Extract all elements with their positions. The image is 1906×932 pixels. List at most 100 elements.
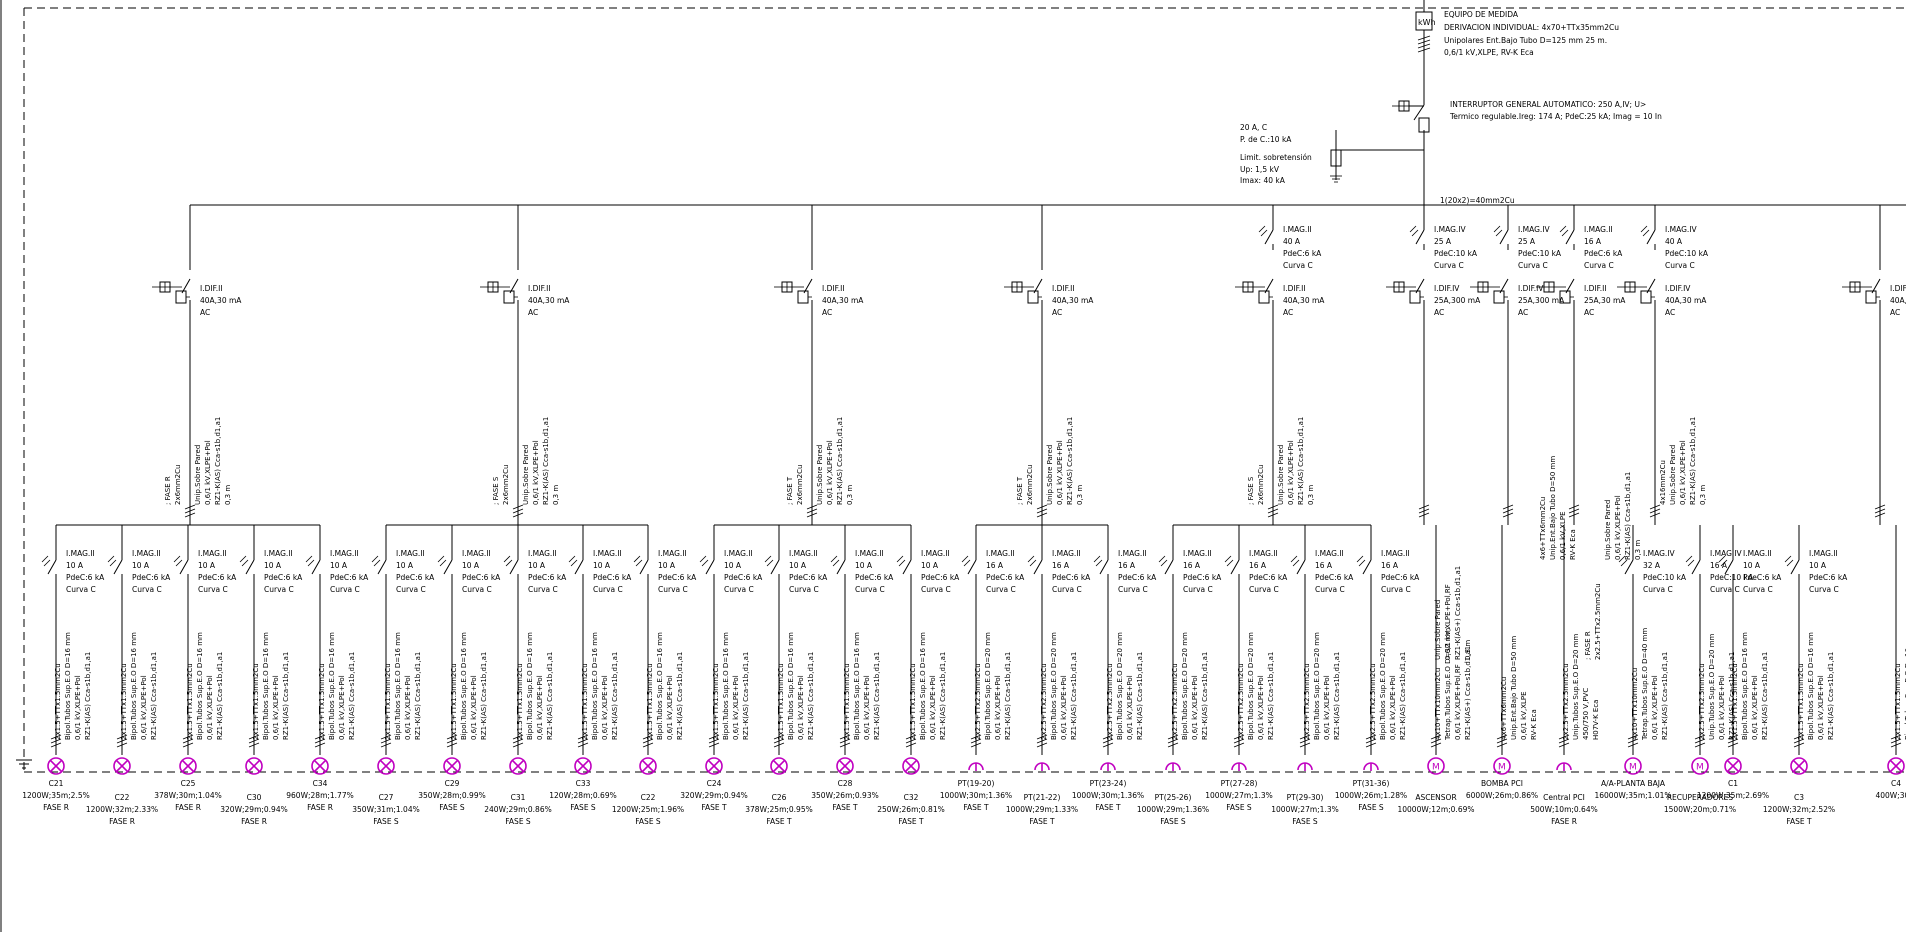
group-diff-label: I.DIF.IV (1434, 284, 1460, 293)
circuit-data: 1200W;32m;2.52% (1763, 805, 1835, 814)
group-diff-label: I.DIF.II (1890, 284, 1906, 293)
circuit-cable-label: 0,6/1 kV,XLPE+Pol (666, 675, 674, 740)
group-feed-cable: 0,6/1 kV,XLPE+Pol (1056, 440, 1064, 505)
circuit-name: Central PCI (1543, 793, 1585, 802)
circuit-cable-label: 2x1.5+TTx1.5mm2Cu (1731, 663, 1739, 740)
pci-feed-label: 0,6/1 kV,XLPE (1559, 511, 1567, 560)
motor-icon (1691, 757, 1709, 775)
circuit-cable-label: Bipol.Tubos Sup.E.O D=16 mm (130, 632, 138, 740)
lamp-icon (1790, 757, 1808, 775)
pci-feed-label: 4x6+TTx6mm2Cu (1539, 497, 1547, 560)
circuit-cable-label: RZ1-K(AS) Cca-s1b,d1,a1 (873, 652, 881, 740)
group-diff-label: I.DIF.II (1052, 284, 1075, 293)
circuit-cable-label: 2x1.5+TTx1.5mm2Cu (120, 663, 128, 740)
circuit-cable-label: 4x6+TTx6mm2Cu (1500, 677, 1508, 740)
circuit-breaker-label: I.MAG.II (1381, 549, 1410, 558)
circuit-cable-label: Bipol.Tubos Sup.E.O D=20 mm (1181, 632, 1189, 740)
group-feed-cable: RZ1-K(AS) Cca-s1b,d1,a1 (1689, 417, 1697, 505)
circuit-breaker-label: PdeC:10 kA (1710, 573, 1754, 582)
circuit-name: C25 (181, 779, 196, 788)
circuit-data: 250W;26m;0.81% (877, 805, 944, 814)
circuit-breaker-label: I.MAG.II (658, 549, 687, 558)
group-diff-label: AC (1890, 308, 1900, 317)
circuit-name: C21 (49, 779, 64, 788)
circuit-phase: FASE R (43, 803, 69, 812)
circuit-data: 1200W;35m;2.5% (22, 791, 89, 800)
circuit-phase: FASE T (701, 803, 727, 812)
motor-icon (1624, 757, 1642, 775)
circuit-cable-label: RV-K Eca (1530, 709, 1538, 740)
group-feed-phase: ; FASE R (164, 476, 172, 505)
circuit-cable-label: RZ1-K(AS) Cca-s1b,d1,a1 (414, 652, 422, 740)
asc-feed-label: Unip.Sobre Pared (1434, 600, 1442, 660)
circuit-cable-label: Bipol.Tubos Sup.E.O D=16 mm (853, 632, 861, 740)
circuit-name: C30 (247, 793, 262, 802)
circuit-cable-label: Bipol.Tubos Sup.E.O D=16 mm (328, 632, 336, 740)
lamp-icon (770, 757, 788, 775)
circuit-breaker-label: 10 A (528, 561, 546, 570)
group-feed-phase: ; FASE T (1016, 476, 1024, 505)
group-diff-label: I.DIF.II (822, 284, 845, 293)
circuit-cable-label: 2x2.5+TTx2.5mm2Cu (1303, 663, 1311, 740)
group-breaker-label: 16 A (1584, 237, 1602, 246)
circuit-breaker-label: 16 A (1315, 561, 1333, 570)
circuit-data: 1000W;27m;1.3% (1271, 805, 1338, 814)
circuit-name: C28 (838, 779, 853, 788)
circuit-cable-label: 0,6/1 kV,XLPE (1520, 691, 1528, 740)
lamp-icon (377, 757, 395, 775)
surge-line-1: 20 A, C (1240, 123, 1267, 132)
circuit-cable-label: Bipol.Tubos Sup.E.O D=20 mm (1313, 632, 1321, 740)
circuit-breaker-label: Curva C (855, 585, 885, 594)
main-breaker-line-1: INTERRUPTOR GENERAL AUTOMATICO: 250 A,IV… (1450, 100, 1646, 109)
circuit-cable-label: 2x1.5+TTx1.5mm2Cu (318, 663, 326, 740)
group-diff-label: AC (1283, 308, 1293, 317)
circuit-cable-label: RZ1-K(AS) Cca-s1b,d1,a1 (1267, 652, 1275, 740)
circuit-phase: FASE S (1292, 817, 1318, 826)
circuit-cable-label: Bipol.Tubos Sup.E.O D=16 mm (787, 632, 795, 740)
final-circuits: I.MAG.II 10 A PdeC:6 kA Curva C 2x1.5+TTx1.5… (22, 456, 1906, 826)
group-diff-label: 40A,30 mA (822, 296, 864, 305)
circuit-breaker-label: 10 A (462, 561, 480, 570)
svg-text:20 A, C P. de C.:10 kA: 20 A, C P. de C.:10 kA Limit. sobretensi… (1240, 123, 1314, 185)
circuit-breaker-label: Curva C (1183, 585, 1213, 594)
circuit-cable-label: RZ1-K(AS) Cca-s1b,d1,a1 (1661, 652, 1669, 740)
svg-text:M: M (1629, 763, 1637, 773)
circuit-cable-label: 0,6/1 kV,XLPE+Pol (272, 675, 280, 740)
circuit-data: 1500W;20m;0.71% (1664, 805, 1736, 814)
group-diff-label: 40A,30 mA (528, 296, 570, 305)
group-diff-label: I.DIF.II (200, 284, 223, 293)
group-diff-label: 25A,300 mA (1518, 296, 1565, 305)
asc-feed-label: 0,6/1 kV,XLPE+Pol,RF (1444, 584, 1452, 660)
circuit-breaker-label: Curva C (1249, 585, 1279, 594)
circuit-breaker-label: Curva C (1381, 585, 1411, 594)
circuit-breaker-label: 10 A (658, 561, 676, 570)
circuit-breaker-label: PdeC:6 kA (396, 573, 435, 582)
lamp-icon (836, 757, 854, 775)
circuit-breaker-label: 16 A (1052, 561, 1070, 570)
circuit-cable-label: 2x1.5+TTx1.5mm2Cu (54, 663, 62, 740)
group-diff-label: 40A,30 mA (1890, 296, 1906, 305)
lamp-icon (705, 757, 723, 775)
circuit-phase: FASE T (766, 817, 792, 826)
circuit-name: C32 (904, 793, 919, 802)
group-breaker-label: 40 A (1665, 237, 1683, 246)
circuit-data: 1200W;25m;1.96% (612, 805, 684, 814)
circuit-cable-label: Bipol.Tubos Sup.E.O D=16 mm (919, 632, 927, 740)
lamp-icon (113, 757, 131, 775)
circuit-breaker-label: PdeC:6 kA (986, 573, 1025, 582)
pci-feed-label: Unip.Ent.Bajo Tubo D=50 mm (1549, 456, 1557, 560)
circuit-cable-label: 0,6/1 kV,XLPE+Pol (1257, 675, 1265, 740)
circuit-breaker-label: 10 A (198, 561, 216, 570)
circuit-breaker-label: PdeC:6 kA (66, 573, 105, 582)
circuit-phase: FASE T (832, 803, 858, 812)
circuit-data: 350W;28m;0.99% (418, 791, 485, 800)
